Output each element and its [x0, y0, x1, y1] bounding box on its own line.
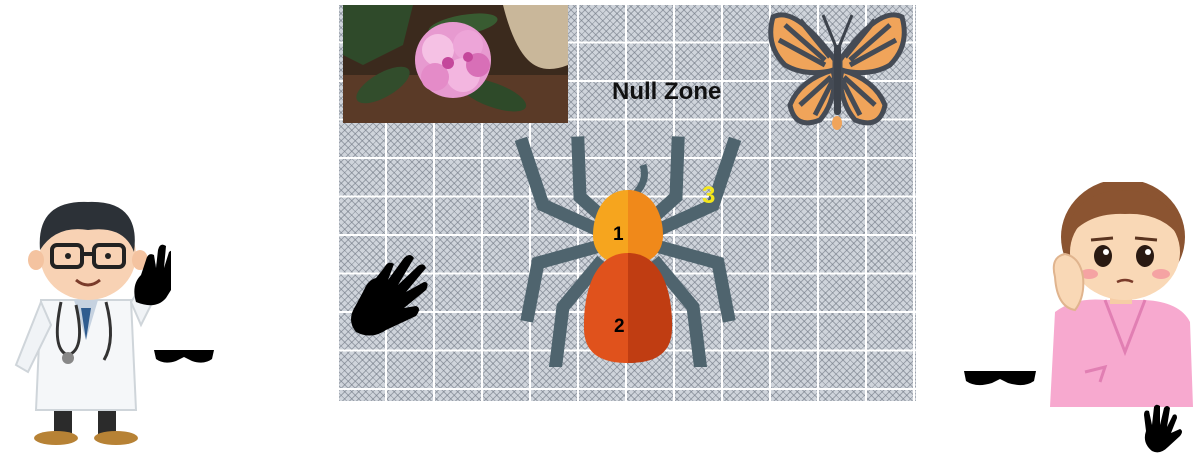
spider-label-3: 3	[702, 182, 715, 210]
black-goggles-icon	[962, 366, 1038, 390]
flower-photo	[343, 5, 568, 123]
black-glove-icon	[1138, 403, 1184, 453]
black-goggles-icon	[152, 345, 216, 367]
spider-label-1: 1	[613, 224, 624, 246]
doctor-character	[6, 190, 171, 446]
patient-character	[1045, 182, 1193, 412]
null-zone-label: Null Zone	[612, 78, 742, 106]
butterfly-icon	[765, 5, 910, 133]
spider-icon	[508, 135, 748, 367]
spider-label-2: 2	[614, 316, 625, 338]
black-glove-icon	[346, 250, 430, 340]
